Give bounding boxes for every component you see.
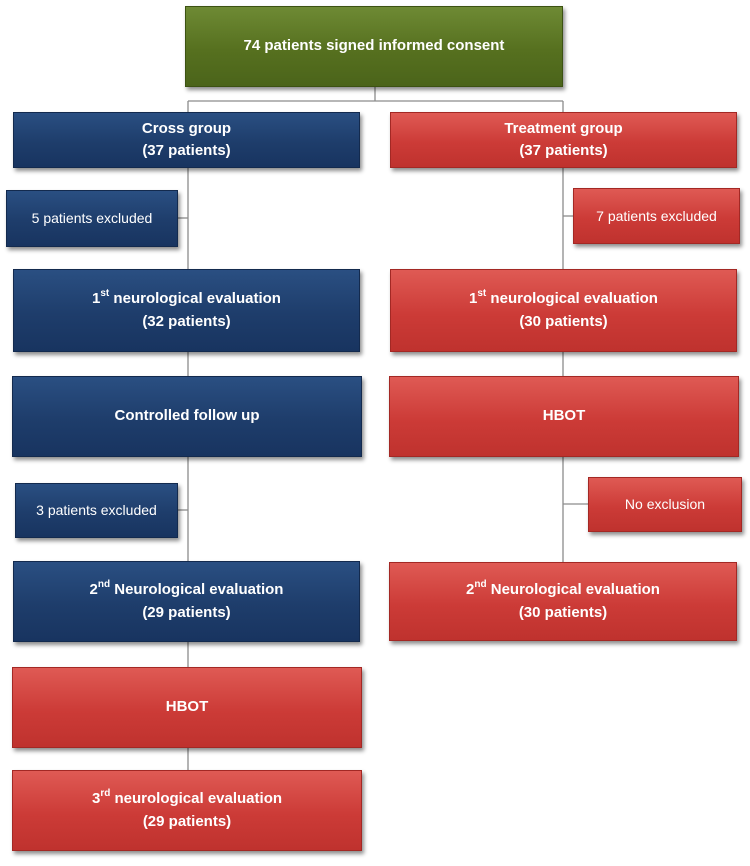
treatment-hbot-box: HBOT [389,376,739,457]
treatment-no-exclusion-text: No exclusion [624,496,706,512]
treatment-eval-1-title: 1st neurological evaluation [469,288,658,308]
treatment-eval-2-count: (30 patients) [518,603,608,621]
cross-excluded-2-box: 3 patients excluded [15,483,178,538]
cross-eval-3-title: 3rd neurological evaluation [91,788,283,808]
cross-followup-text: Controlled follow up [114,407,260,425]
treatment-group-count: (37 patients) [519,142,608,159]
cross-group-box: Cross group (37 patients) [13,112,360,168]
cross-eval-2-title: 2nd Neurological evaluation [89,579,284,599]
cross-eval-2-box: 2nd Neurological evaluation (29 patients… [13,561,360,642]
treatment-hbot-text: HBOT [542,407,586,425]
cross-eval-3-count: (29 patients) [142,812,232,830]
treatment-eval-1-count: (30 patients) [519,312,608,330]
treatment-group-box: Treatment group (37 patients) [390,112,737,168]
treatment-eval-2-title: 2nd Neurological evaluation [466,579,660,599]
treatment-excluded-1-text: 7 patients excluded [596,207,717,224]
consent-box: 74 patients signed informed consent [185,6,563,87]
treatment-eval-1-box: 1st neurological evaluation (30 patients… [390,269,737,352]
cross-excluded-2-text: 3 patients excluded [36,502,157,518]
treatment-group-title: Treatment group [504,119,623,137]
treatment-no-exclusion-box: No exclusion [588,477,742,532]
cross-eval-2-count: (29 patients) [142,603,231,621]
cross-excluded-1-text: 5 patients excluded [31,210,153,226]
cross-hbot-box: HBOT [12,667,362,748]
cross-eval-3-box: 3rd neurological evaluation (29 patients… [12,770,362,851]
cross-followup-box: Controlled follow up [12,376,362,457]
cross-hbot-text: HBOT [165,698,209,716]
cross-group-title: Cross group [141,119,232,137]
cross-eval-1-count: (32 patients) [142,312,231,330]
cross-excluded-1-box: 5 patients excluded [6,190,178,247]
treatment-eval-2-box: 2nd Neurological evaluation (30 patients… [389,562,737,641]
cross-eval-1-box: 1st neurological evaluation (32 patients… [13,269,360,352]
consent-text: 74 patients signed informed consent [243,37,505,55]
cross-group-count: (37 patients) [142,142,231,159]
treatment-excluded-1-box: 7 patients excluded [573,188,740,244]
cross-eval-1-title: 1st neurological evaluation [92,288,281,308]
